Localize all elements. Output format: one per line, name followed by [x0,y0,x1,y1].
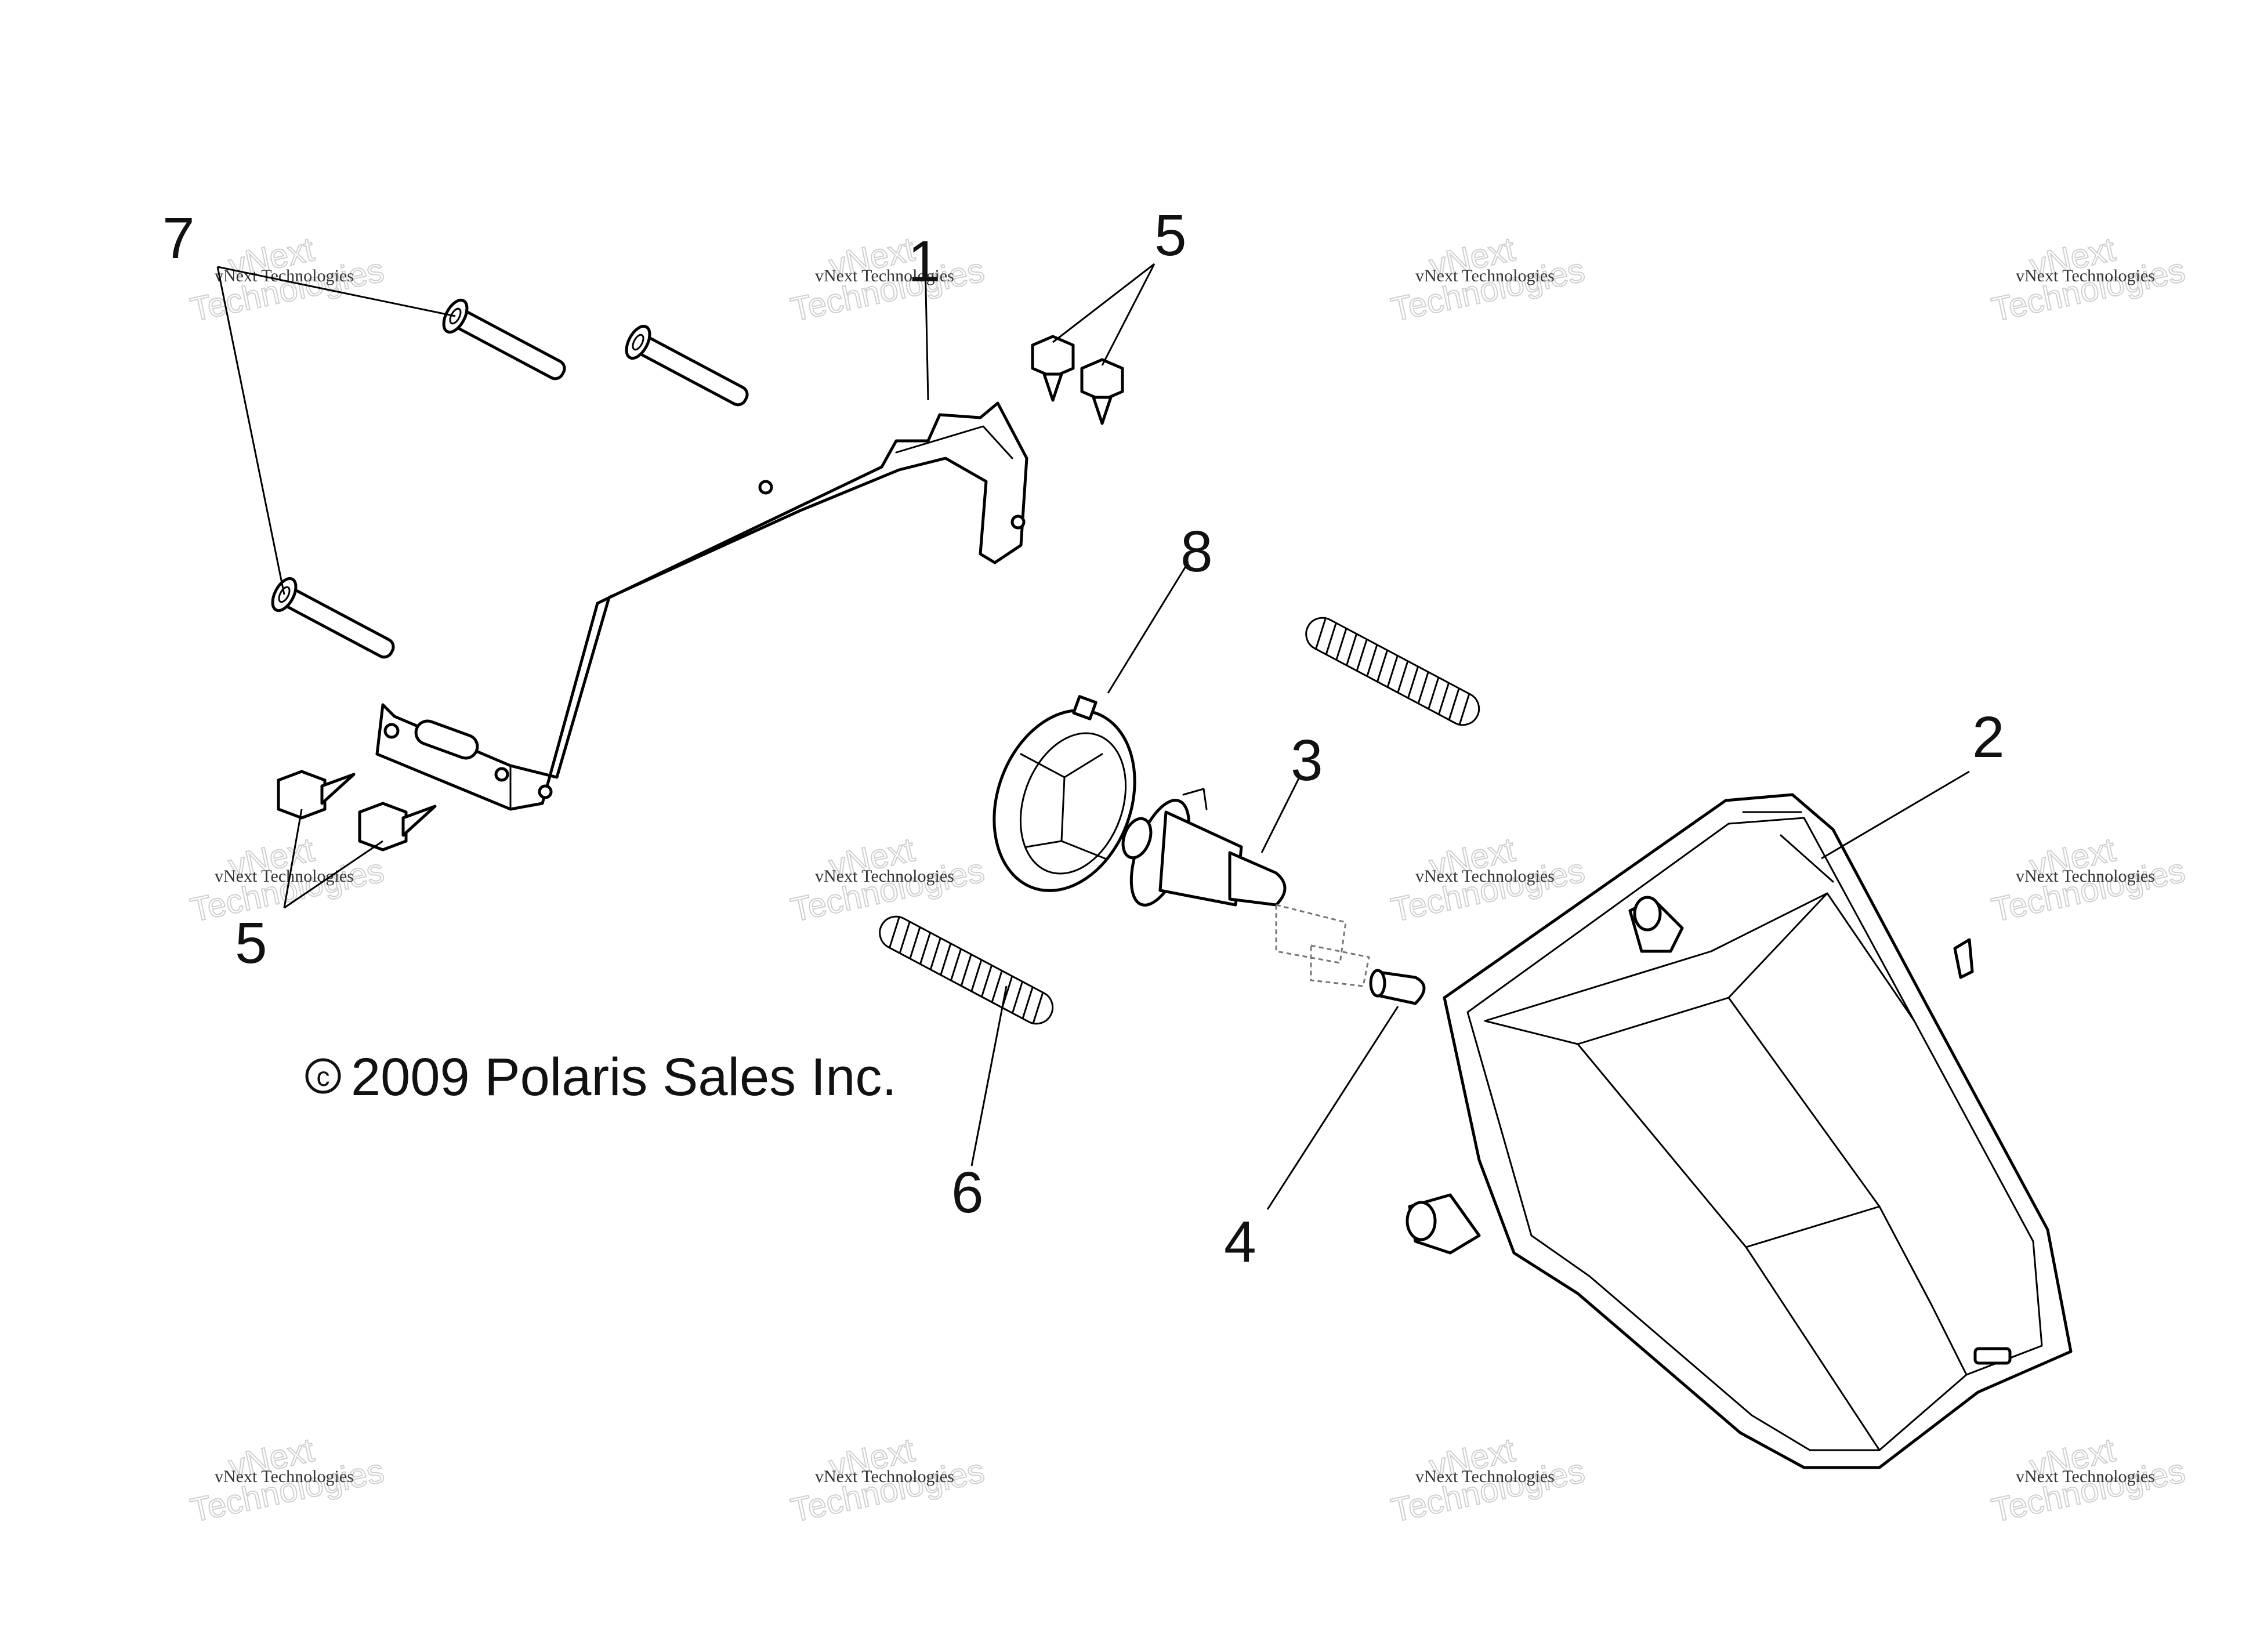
spring [879,915,1054,1025]
watermark: Technologies vNext vNext Technologies [187,1430,388,1530]
callout-5-upper: 5 [1154,203,1187,268]
svg-text:vNext Technologies: vNext Technologies [2016,867,2155,886]
copyright-symbol: c [317,1062,330,1092]
part-5-screws-upper [1031,335,1124,425]
callout-3: 3 [1291,728,1323,793]
callout-4: 4 [1224,1209,1256,1274]
watermark: Technologies vNext vNext Technologies [1388,830,1589,930]
copyright-text: 2009 Polaris Sales Inc. [351,1048,897,1107]
part-4-small-bulb [1275,904,1426,1005]
callout-2: 2 [1972,705,2005,770]
watermark: Technologies vNext vNext Technologies [787,830,988,930]
watermark: Technologies vNext vNext Technologies [1988,1430,2189,1530]
part-5-screws-lower [277,770,437,852]
part-3-headlamp-bulb [1121,788,1287,907]
callout-1: 1 [908,229,940,294]
svg-text:vNext Technologies: vNext Technologies [815,1467,954,1486]
bolt [271,577,395,659]
svg-text:vNext Technologies: vNext Technologies [1415,867,1555,886]
watermark: Technologies vNext vNext Technologies [1988,230,2189,329]
part-8-retaining-ring [993,695,1136,892]
svg-text:vNext Technologies: vNext Technologies [815,266,954,285]
part-7-bolts [271,298,749,659]
watermark: Technologies vNext vNext Technologies [787,1430,988,1530]
watermark: Technologies vNext vNext Technologies [187,830,388,930]
svg-text:vNext Technologies: vNext Technologies [215,1467,354,1486]
svg-text:vNext Technologies: vNext Technologies [215,266,354,285]
screw [358,802,437,852]
callout-6: 6 [951,1160,984,1225]
bolt [442,298,566,381]
part-6-springs [879,617,1480,1025]
svg-text:vNext Technologies: vNext Technologies [215,867,354,886]
screw [1080,358,1124,425]
svg-text:vNext Technologies: vNext Technologies [2016,1467,2155,1486]
svg-text:vNext Technologies: vNext Technologies [1415,1467,1555,1486]
callout-8: 8 [1180,519,1213,584]
watermark: Technologies vNext vNext Technologies [1388,230,1589,329]
watermark: Technologies vNext vNext Technologies [787,230,988,329]
watermark: Technologies vNext vNext Technologies [1388,1430,1589,1530]
part-1-bracket [375,401,1028,811]
bolt [625,324,749,407]
screw [1031,335,1075,402]
watermark: Technologies vNext vNext Technologies [187,230,388,329]
leader-lines [216,260,1970,1210]
callout-5-lower: 5 [235,911,267,976]
callout-labels: 7 1 5 8 3 2 5 6 4 [162,203,2005,1274]
spring [1305,617,1480,726]
part-2-headlight-housing [1406,793,2073,1469]
svg-text:vNext Technologies: vNext Technologies [815,867,954,886]
copyright-notice: c 2009 Polaris Sales Inc. [305,1048,897,1107]
watermark: Technologies vNext vNext Technologies [1988,830,2189,930]
screw [277,770,356,820]
callout-7: 7 [162,206,195,271]
svg-text:vNext Technologies: vNext Technologies [1415,266,1555,285]
copyright-symbol-circle [305,1058,341,1094]
svg-text:vNext Technologies: vNext Technologies [2016,266,2155,285]
